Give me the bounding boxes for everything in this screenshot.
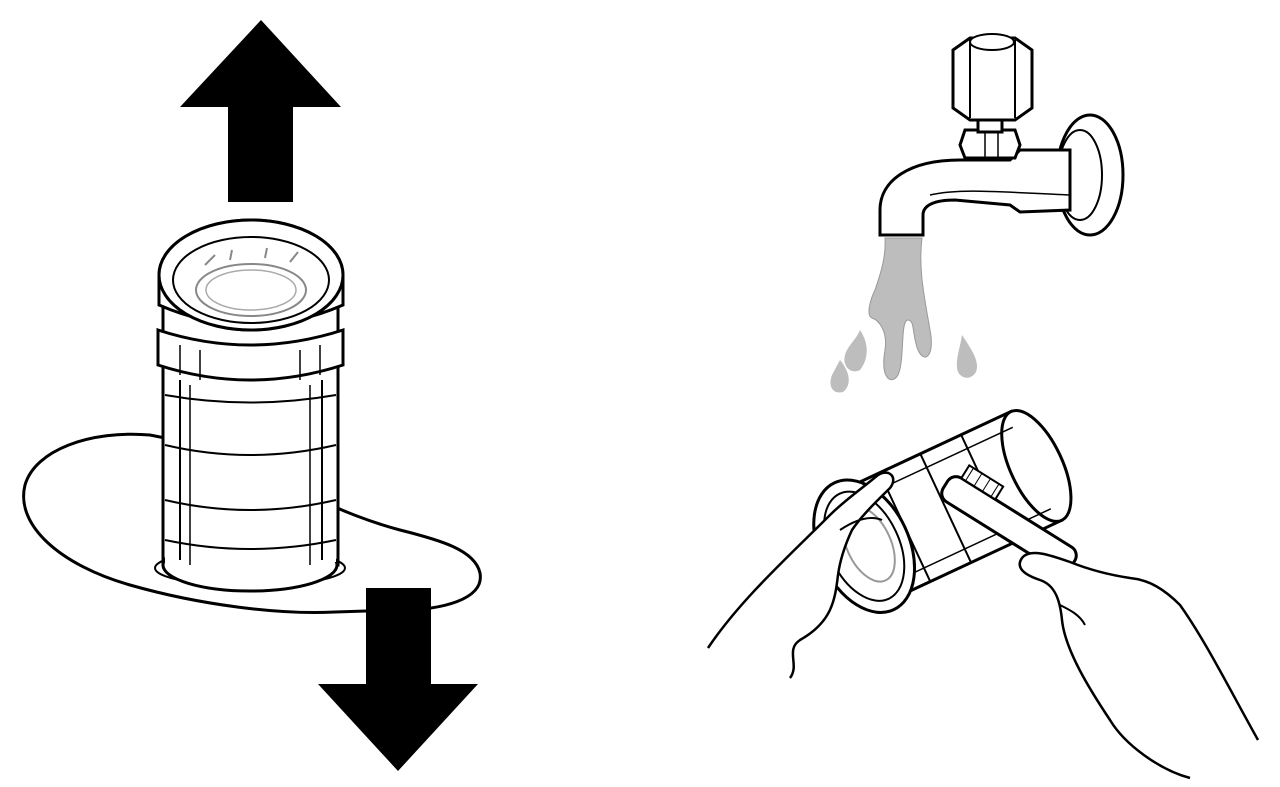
arrow-down-icon [318,588,478,771]
hand-icon [706,471,895,679]
faucet-icon [878,33,1125,237]
hand-icon [1018,551,1260,780]
filter-cylinder-icon [156,218,345,593]
panel-rinse-filter [706,33,1260,780]
panel-remove-filter [22,20,482,771]
arrow-up-icon [180,20,341,202]
water-stream-icon [830,237,978,393]
